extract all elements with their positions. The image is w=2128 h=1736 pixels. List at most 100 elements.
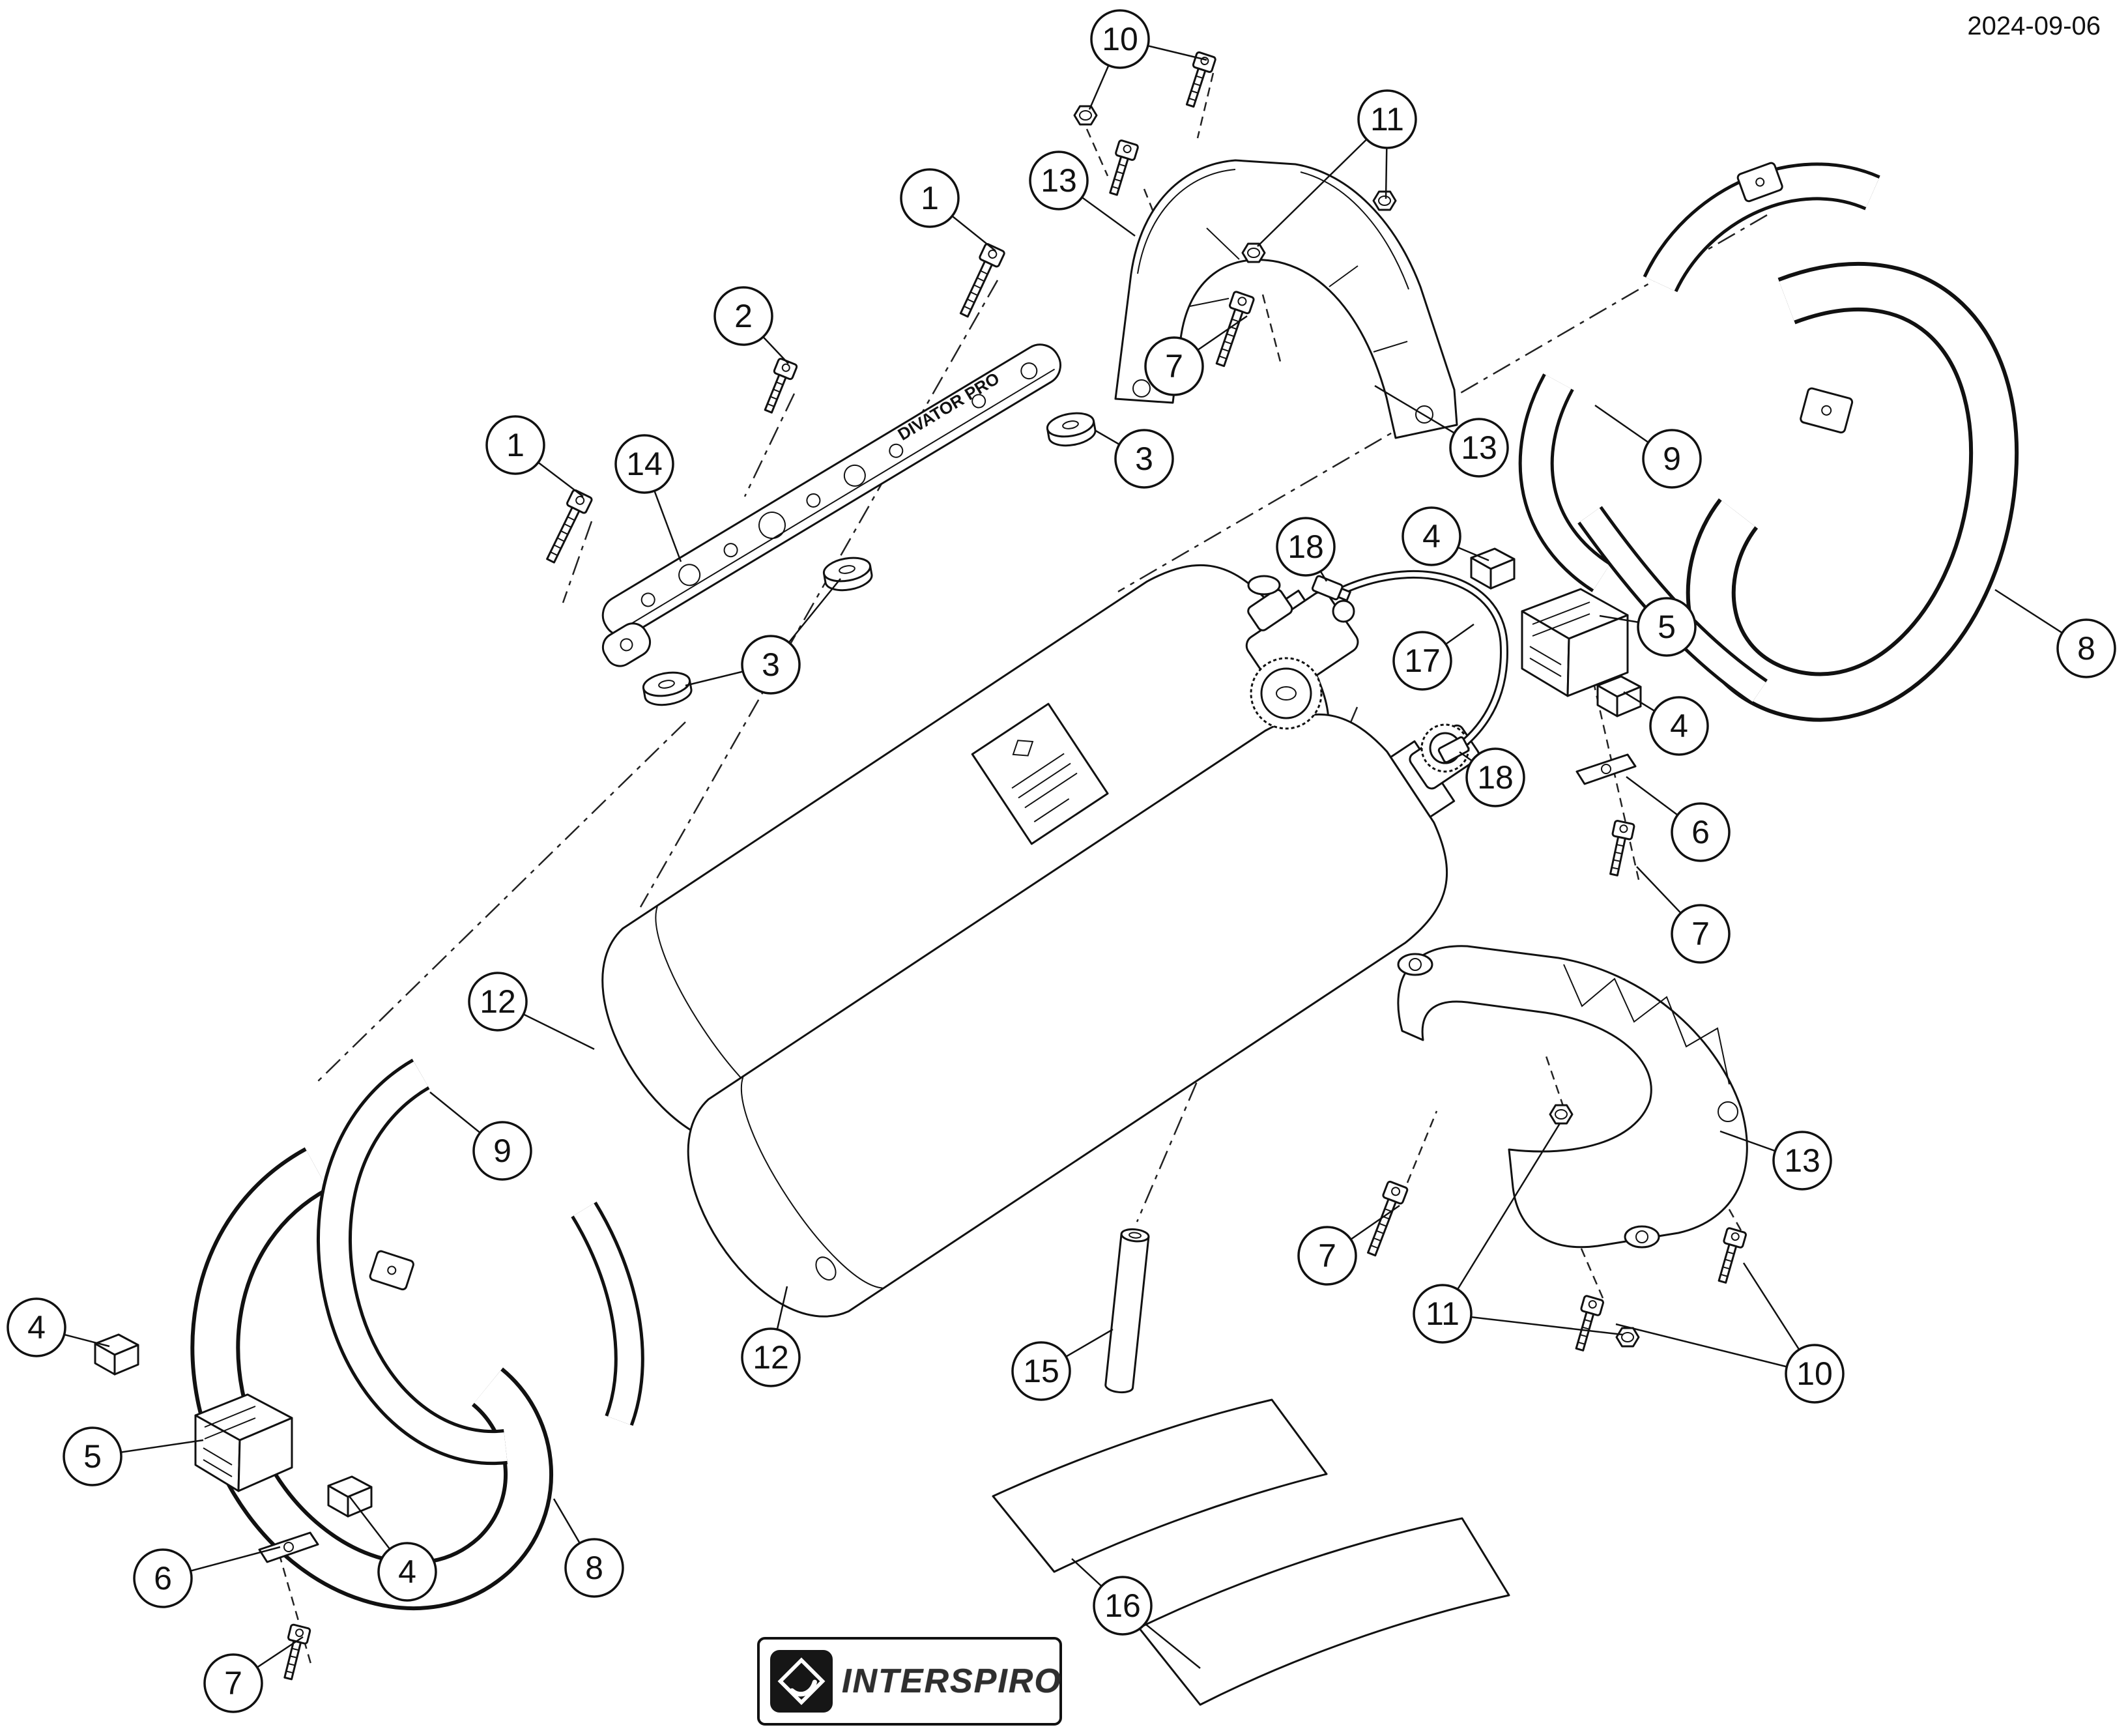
strap-band-right xyxy=(1518,373,1612,592)
svg-text:7: 7 xyxy=(224,1665,242,1701)
svg-text:12: 12 xyxy=(480,983,516,1020)
strap-band-left xyxy=(317,1058,508,1466)
interspiro-logo-mark xyxy=(770,1650,833,1713)
plate xyxy=(1575,753,1637,785)
callout-12: 12 xyxy=(468,972,595,1050)
pad xyxy=(94,1333,139,1376)
pad xyxy=(1470,547,1516,590)
callout-7: 7 xyxy=(1636,866,1731,964)
callout-13: 13 xyxy=(1719,1130,1832,1191)
svg-text:10: 10 xyxy=(1796,1355,1833,1392)
pad xyxy=(1596,675,1642,717)
callout-4: 4 xyxy=(1402,506,1489,566)
callout-11: 11 xyxy=(1413,1123,1623,1344)
svg-text:8: 8 xyxy=(2077,630,2095,667)
svg-text:4: 4 xyxy=(1422,518,1441,555)
callout-16: 16 xyxy=(1071,1558,1201,1669)
svg-text:9: 9 xyxy=(493,1133,511,1169)
interspiro-logo: INTERSPIRO xyxy=(757,1637,1062,1726)
valve-assembly xyxy=(1245,575,1359,730)
hose xyxy=(1311,570,1508,764)
svg-text:17: 17 xyxy=(1404,643,1441,679)
callout-1: 1 xyxy=(900,168,996,252)
svg-text:7: 7 xyxy=(1165,348,1183,384)
callout-4: 4 xyxy=(1623,691,1709,756)
callout-14: 14 xyxy=(614,434,682,562)
callout-7: 7 xyxy=(1297,1204,1400,1286)
screw xyxy=(1603,819,1636,878)
callout-7: 7 xyxy=(1144,315,1248,396)
callout-4: 4 xyxy=(7,1297,110,1357)
callout-4: 4 xyxy=(349,1496,437,1602)
callout-8: 8 xyxy=(1994,588,2116,678)
svg-text:15: 15 xyxy=(1023,1353,1059,1389)
callout-12: 12 xyxy=(741,1286,801,1387)
strap-band-right-upper xyxy=(1643,162,1880,293)
callout-6: 6 xyxy=(1626,775,1731,862)
hose-fitting-bottom xyxy=(1437,736,1470,764)
svg-text:14: 14 xyxy=(626,446,663,482)
interspiro-logo-text: INTERSPIRO xyxy=(842,1662,1062,1700)
svg-text:5: 5 xyxy=(83,1438,102,1475)
callout-13: 13 xyxy=(1029,151,1136,237)
svg-text:1: 1 xyxy=(921,180,939,216)
strap-loop-left xyxy=(190,1147,554,1610)
svg-text:3: 3 xyxy=(1135,441,1153,477)
svg-text:10: 10 xyxy=(1102,21,1138,57)
svg-text:8: 8 xyxy=(585,1550,603,1586)
callout-18: 18 xyxy=(1276,517,1336,582)
svg-text:13: 13 xyxy=(1041,162,1077,199)
callout-9: 9 xyxy=(1594,404,1702,489)
svg-text:11: 11 xyxy=(1370,101,1404,137)
label-sheets xyxy=(992,1398,1510,1706)
svg-text:7: 7 xyxy=(1318,1237,1336,1274)
svg-text:4: 4 xyxy=(398,1554,416,1590)
svg-text:7: 7 xyxy=(1691,916,1710,952)
strap-loop-right xyxy=(1686,261,2019,722)
callout-2: 2 xyxy=(713,286,789,364)
handle-top xyxy=(1114,159,1458,439)
svg-text:16: 16 xyxy=(1104,1587,1141,1624)
buckle-right xyxy=(1521,588,1629,697)
svg-text:9: 9 xyxy=(1663,441,1681,477)
callout-5: 5 xyxy=(63,1426,204,1486)
callout-15: 15 xyxy=(1011,1328,1114,1401)
svg-text:12: 12 xyxy=(753,1339,789,1376)
svg-text:4: 4 xyxy=(1670,708,1688,744)
callout-3: 3 xyxy=(1094,429,1174,489)
callout-1: 1 xyxy=(485,415,584,497)
callout-18: 18 xyxy=(1459,747,1525,807)
screw xyxy=(278,1623,312,1682)
svg-text:6: 6 xyxy=(1691,814,1710,850)
svg-text:18: 18 xyxy=(1287,528,1324,565)
callout-3: 3 xyxy=(685,578,841,695)
handle-right xyxy=(1397,945,1748,1249)
callout-7: 7 xyxy=(203,1636,304,1713)
svg-text:6: 6 xyxy=(154,1560,172,1597)
callout-6: 6 xyxy=(133,1546,281,1608)
hose-fitting-top xyxy=(1311,575,1351,601)
svg-text:11: 11 xyxy=(1426,1295,1459,1332)
strap-strip-left xyxy=(571,1202,644,1426)
revision-date: 2024-09-06 xyxy=(1967,12,2101,40)
callout-11: 11 xyxy=(1257,89,1417,247)
callout-5: 5 xyxy=(1599,597,1697,657)
svg-text:18: 18 xyxy=(1477,759,1514,796)
callout-10: 10 xyxy=(1615,1262,1845,1404)
buckle-left xyxy=(194,1393,293,1492)
callout-17: 17 xyxy=(1392,623,1474,691)
mounting-rail: DIVATOR PRO xyxy=(601,343,1061,667)
svg-text:5: 5 xyxy=(1658,609,1676,645)
callout-10: 10 xyxy=(1088,9,1207,110)
svg-text:3: 3 xyxy=(762,646,780,683)
callout-13: 13 xyxy=(1374,384,1509,478)
svg-text:4: 4 xyxy=(27,1309,46,1346)
cylinder-label xyxy=(971,702,1109,845)
callout-9: 9 xyxy=(429,1092,532,1181)
spacer-tube xyxy=(1104,1228,1150,1394)
svg-text:13: 13 xyxy=(1784,1142,1820,1179)
svg-text:13: 13 xyxy=(1461,429,1497,466)
callout-8: 8 xyxy=(553,1498,624,1598)
